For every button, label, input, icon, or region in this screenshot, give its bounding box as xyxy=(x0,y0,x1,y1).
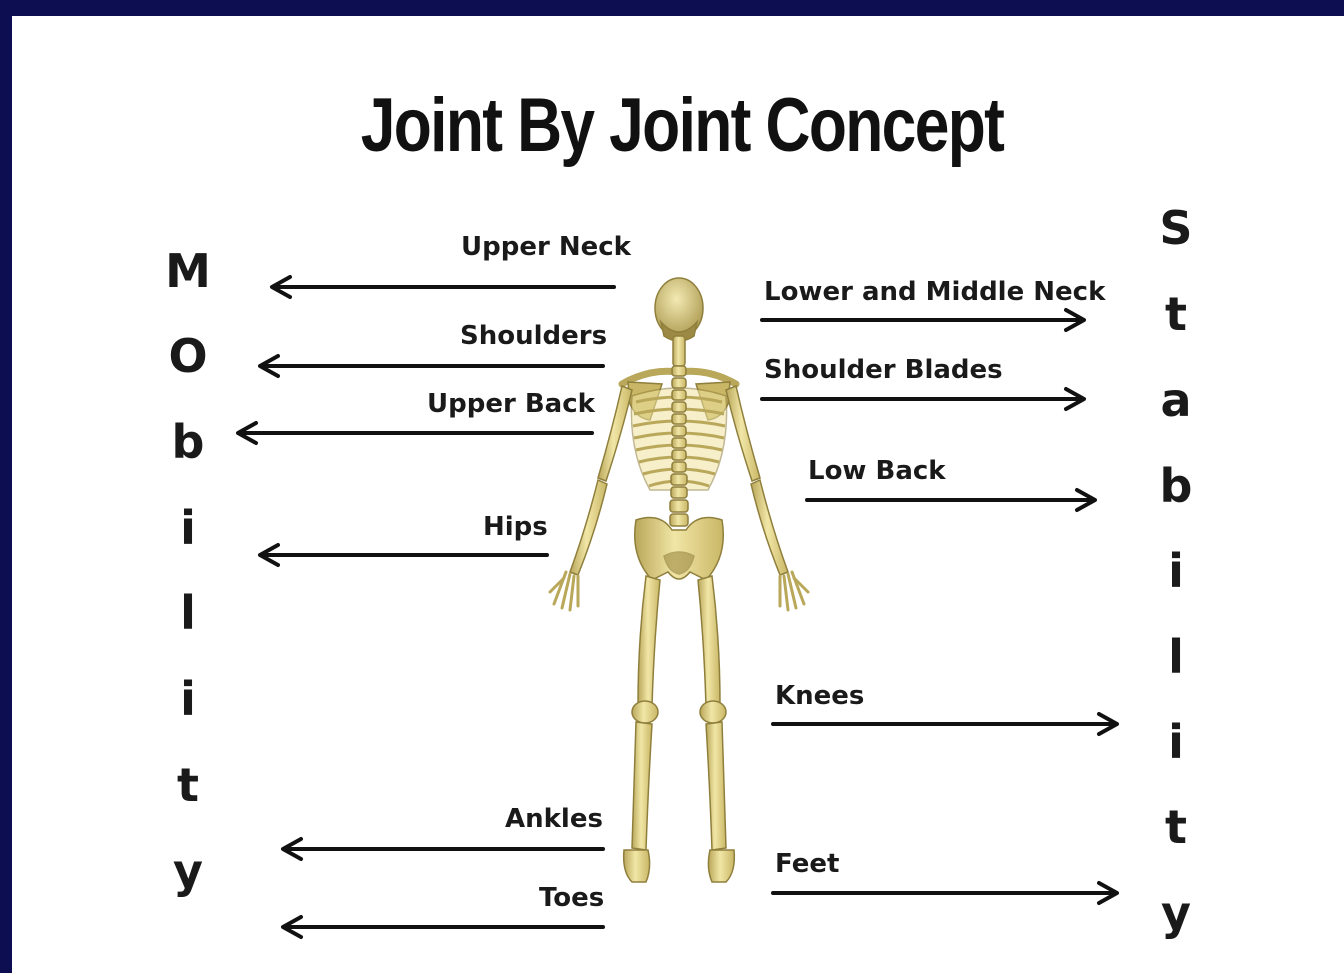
arrow-icon xyxy=(762,310,1084,330)
arrow-icon xyxy=(238,423,592,443)
arrow-icon xyxy=(272,277,614,297)
arrow-icon xyxy=(260,356,603,376)
arrow-icon xyxy=(260,545,547,565)
skeleton-icon xyxy=(550,278,808,882)
arrow-icon xyxy=(773,883,1117,903)
arrow-icon xyxy=(283,917,603,937)
arrow-icon xyxy=(283,839,603,859)
arrow-icon xyxy=(762,389,1084,409)
arrow-icon xyxy=(807,490,1095,510)
arrow-icon xyxy=(773,714,1117,734)
